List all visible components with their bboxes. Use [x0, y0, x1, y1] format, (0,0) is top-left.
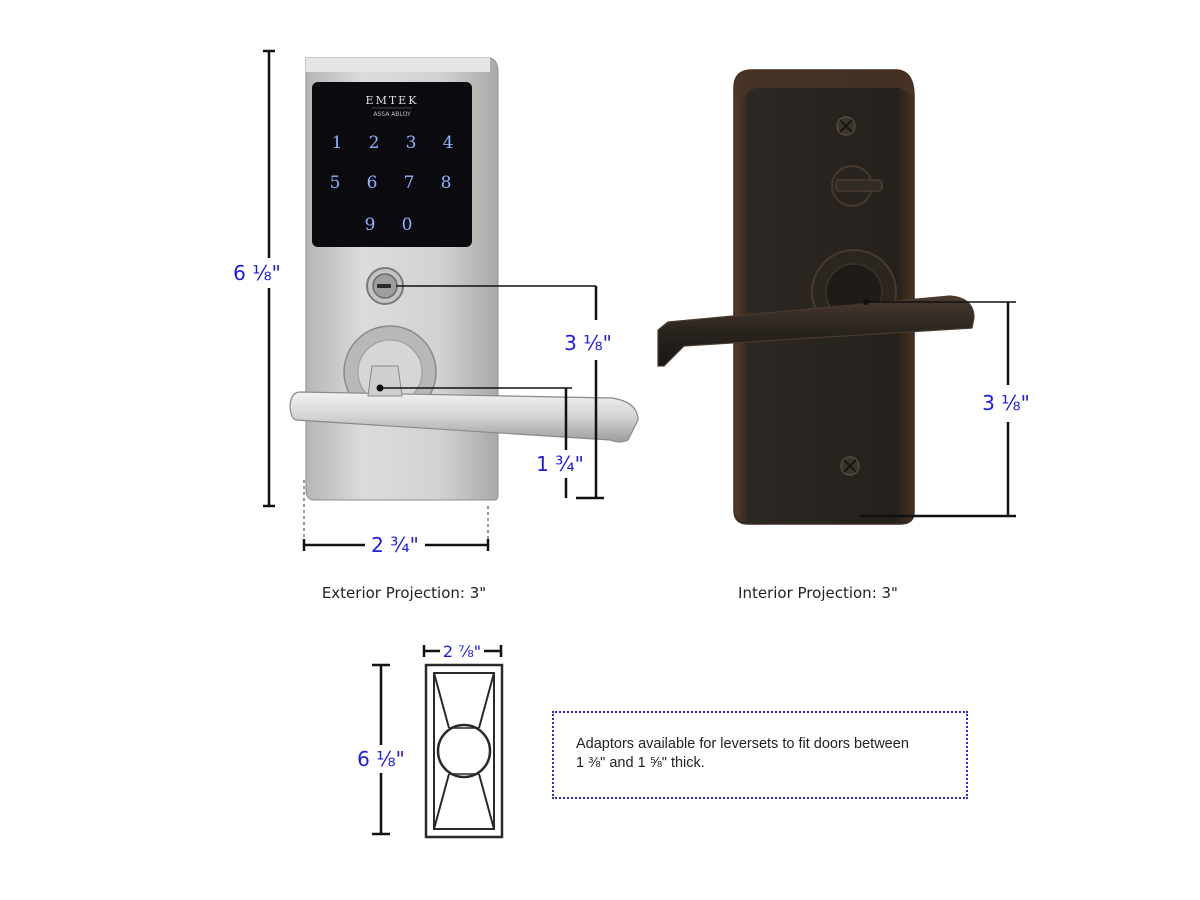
svg-text:6 ⅛": 6 ⅛"	[357, 747, 405, 771]
top-screw-icon	[836, 116, 856, 136]
adaptor-note-box: Adaptors available for leversets to fit …	[552, 711, 968, 799]
exterior-caption: Exterior Projection: 3"	[322, 584, 486, 602]
svg-text:2 ¾": 2 ¾"	[371, 533, 419, 557]
interior-lock	[657, 69, 975, 525]
exterior-lever-dimension: 1 ¾"	[376, 384, 584, 498]
bottom-screw-icon	[840, 456, 860, 476]
exterior-keyhole-dimension: 3 ⅛"	[396, 285, 612, 500]
adaptor-note-line1: Adaptors available for leversets to fit …	[576, 736, 909, 752]
exterior-lock: EMTEK ASSA ABLOY 1 2 3 4 5 6 7 8 9 0	[289, 57, 639, 501]
keypad-key[interactable]: 9	[365, 215, 376, 235]
svg-text:6 ⅛": 6 ⅛"	[233, 261, 281, 285]
keypad-key[interactable]: 0	[402, 215, 413, 235]
svg-text:3 ⅛": 3 ⅛"	[982, 391, 1030, 415]
lever-neck	[367, 365, 403, 397]
door-template-outline	[424, 663, 504, 839]
interior-lever[interactable]	[657, 295, 975, 367]
escutcheon-top-bevel	[734, 70, 914, 100]
exterior-width-dimension: 2 ¾"	[302, 480, 490, 557]
interior-caption: Interior Projection: 3"	[738, 584, 898, 602]
exterior-height-dimension: 6 ⅛"	[232, 49, 282, 508]
svg-text:2 ⅞": 2 ⅞"	[443, 642, 481, 661]
escutcheon-bevel	[306, 58, 490, 72]
template-width-dimension: 2 ⅞"	[422, 642, 503, 661]
keypad-key[interactable]: 1	[332, 133, 343, 153]
keypad-key[interactable]: 5	[330, 173, 341, 193]
keypad-glass	[312, 82, 472, 247]
keypad-key[interactable]: 8	[441, 173, 452, 193]
keypad-key[interactable]: 7	[404, 173, 415, 193]
template-height-dimension: 6 ⅛"	[355, 663, 409, 836]
adaptor-note-line2: 1 ⅜" and 1 ⅝" thick.	[576, 755, 705, 771]
keypad-key[interactable]: 4	[443, 133, 454, 153]
privacy-turn-icon[interactable]	[831, 165, 883, 207]
svg-text:3 ⅛": 3 ⅛"	[564, 331, 612, 355]
keypad-key[interactable]: 2	[369, 133, 380, 153]
brand-subname: ASSA ABLOY	[373, 111, 411, 118]
svg-text:1 ¾": 1 ¾"	[536, 452, 584, 476]
keypad-key[interactable]: 6	[367, 173, 378, 193]
keypad-key[interactable]: 3	[406, 133, 417, 153]
interior-lever-dimension: 3 ⅛"	[860, 299, 1030, 518]
exterior-lever[interactable]	[289, 391, 639, 443]
brand-logo: EMTEK	[366, 94, 419, 107]
